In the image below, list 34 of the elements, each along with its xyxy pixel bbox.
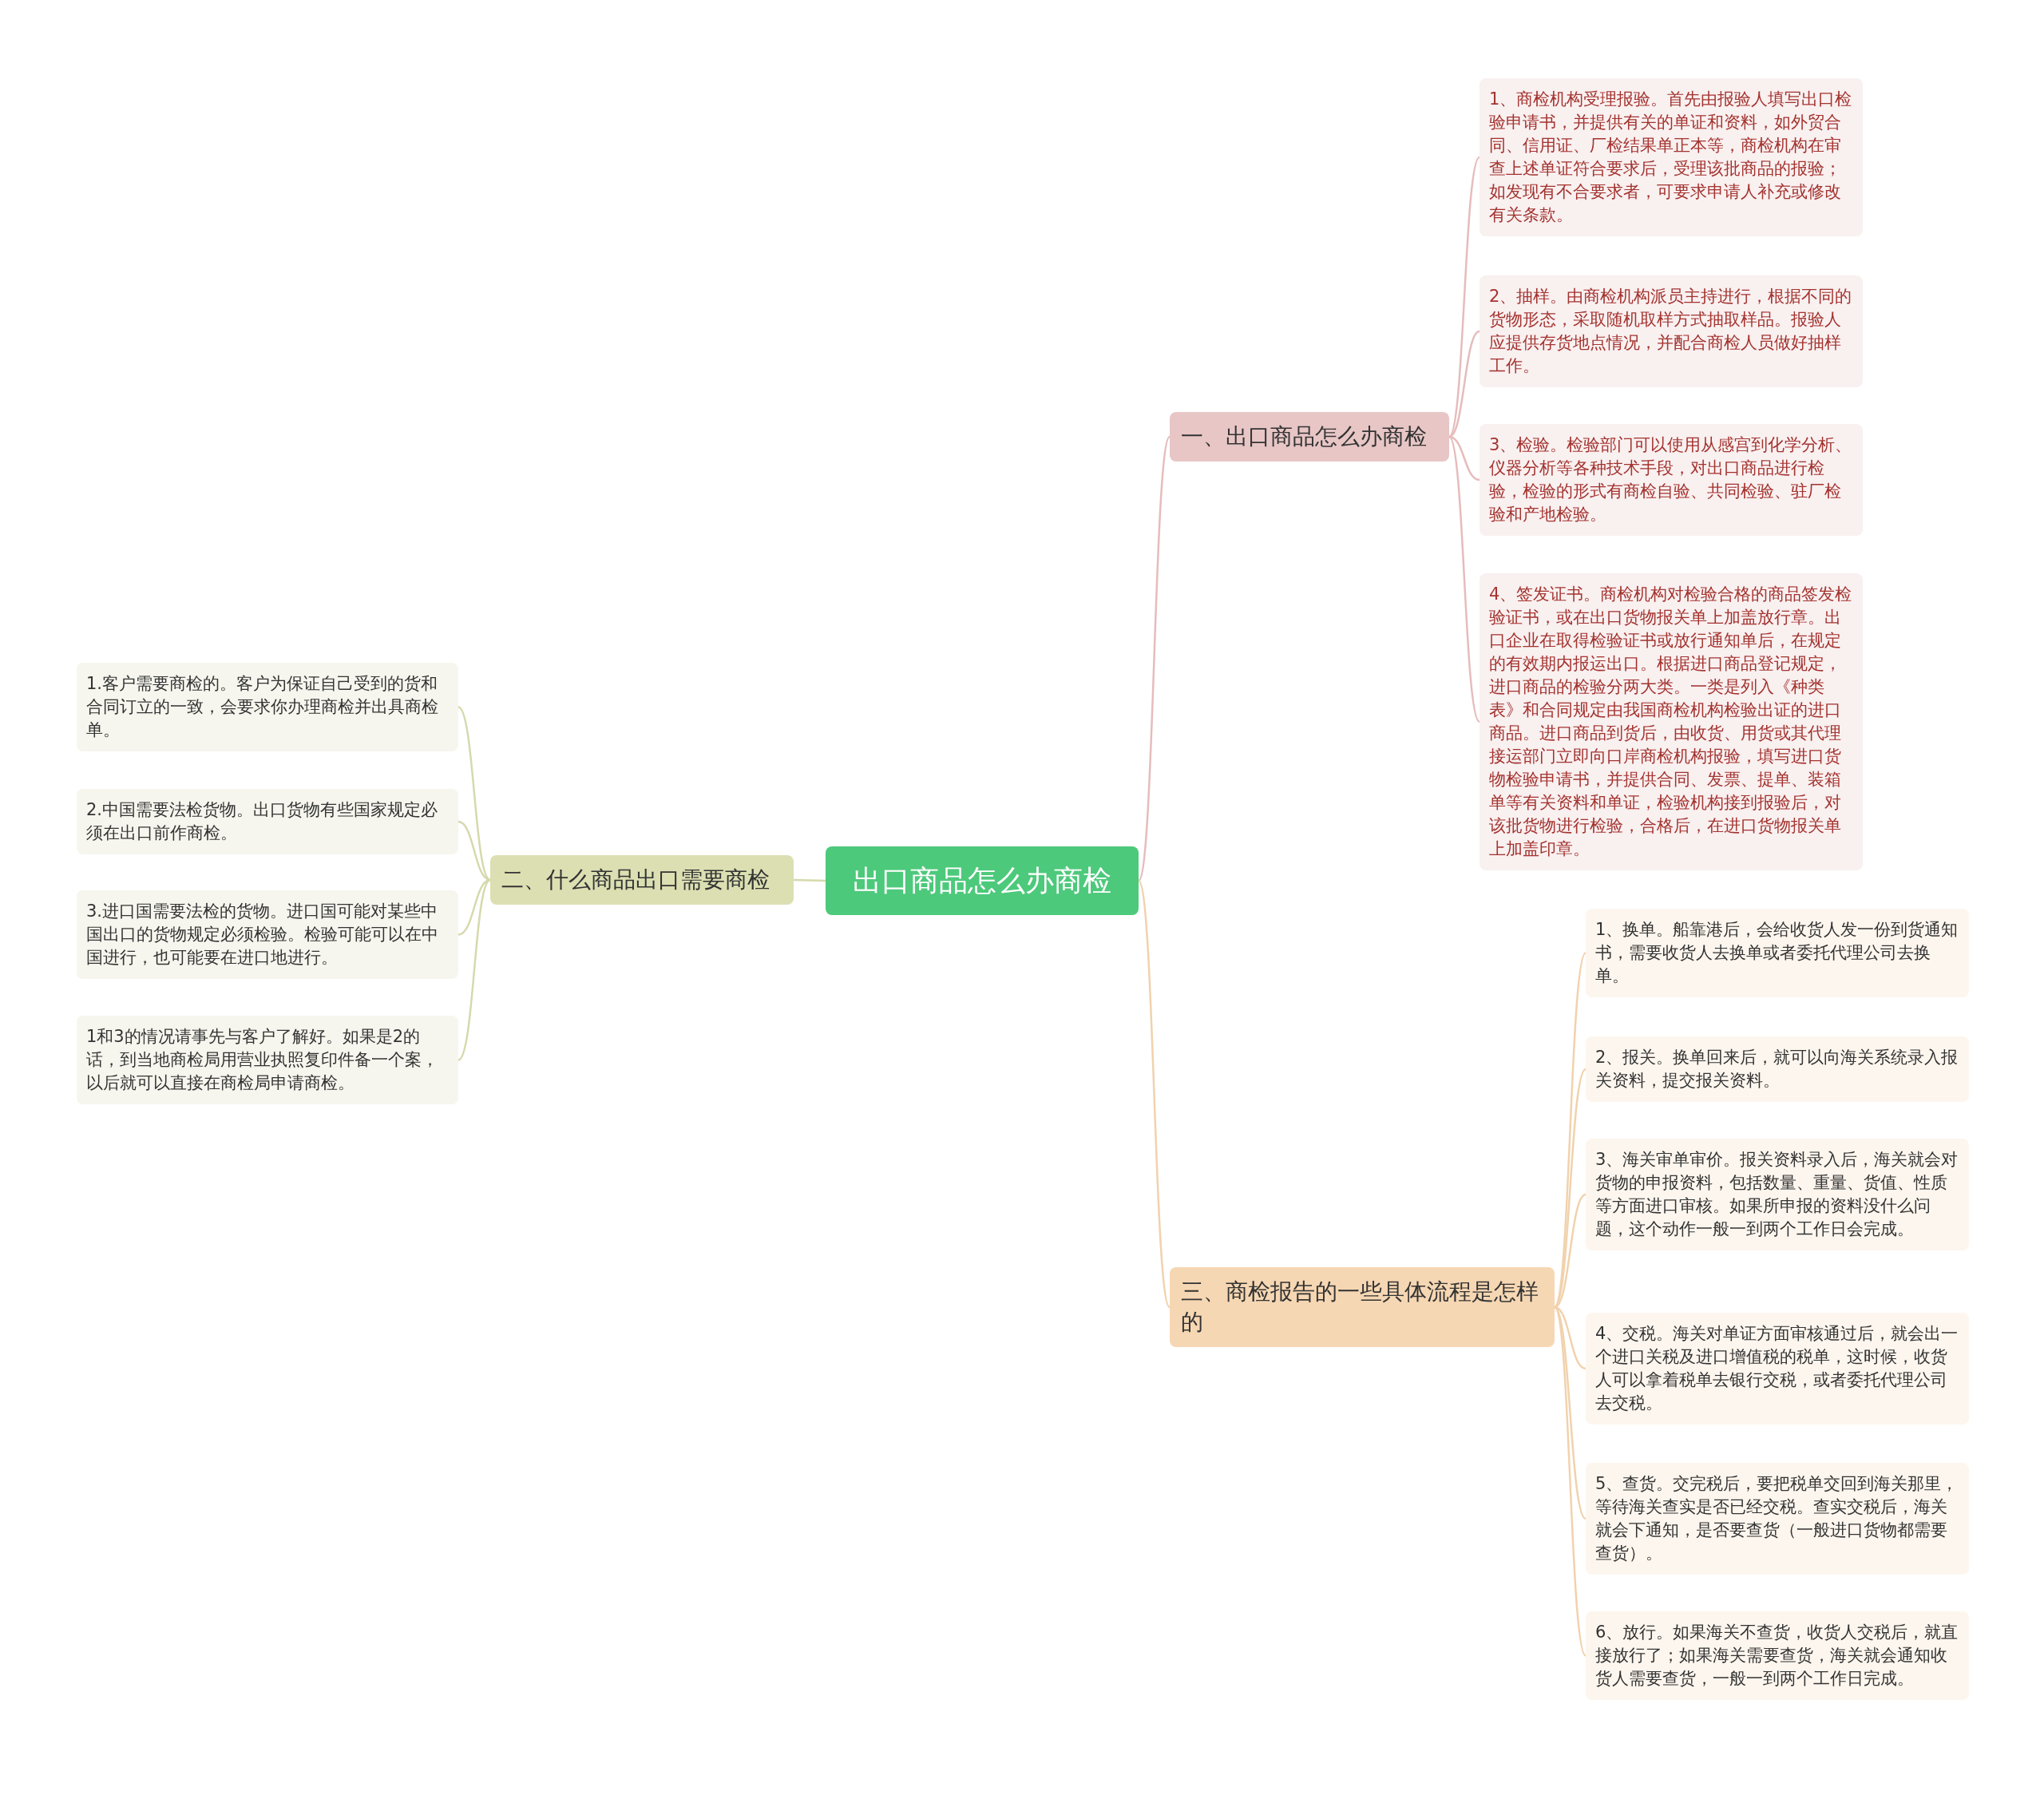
branch-topic: 三、商检报告的一些具体流程是怎样的 — [1170, 1267, 1555, 1347]
subtopic-card: 3、检验。检验部门可以使用从感宫到化学分析、仪器分析等各种技术手段，对出口商品进行检验，检验的形式有商检自验、共同检验、驻厂检验和产地检验。 — [1480, 424, 1863, 536]
subtopic-card: 1、商检机构受理报验。首先由报验人填写出口检验申请书，并提供有关的单证和资料，如外贸合同、信用证、厂检结果单正本等，商检机构在审查上述单证符合要求后，受理该批商品的报验；如发现有不合要求者，可要求申请人补充或修改有关条款。 — [1480, 78, 1863, 236]
subtopic-card: 3、海关审单审价。报关资料录入后，海关就会对货物的申报资料，包括数量、重量、货值、性质等方面进口审核。如果所申报的资料没什么问题，这个动作一般一到两个工作日会完成。 — [1586, 1139, 1969, 1250]
subtopic-card: 1和3的情况请事先与客户了解好。如果是2的话，到当地商检局用营业执照复印件备一个案，以后就可以直接在商检局申请商检。 — [77, 1016, 458, 1104]
connector-line — [458, 879, 491, 1061]
subtopic-card: 3.进口国需要法检的货物。进口国可能对某些中国出口的货物规定必须检验。检验可能可以在中国进行，也可能要在进口地进行。 — [77, 890, 458, 979]
connector-line — [1554, 1306, 1586, 1520]
branch-topic: 二、什么商品出口需要商检 — [490, 855, 794, 905]
branch-topic: 一、出口商品怎么办商检 — [1170, 412, 1449, 462]
connector-line — [794, 878, 826, 882]
subtopic-card: 4、交税。海关对单证方面审核通过后，就会出一个进口关税及进口增值税的税单，这时候，收货人可以拿着税单去银行交税，或者委托代理公司去交税。 — [1586, 1313, 1969, 1425]
connector-line — [458, 878, 491, 936]
subtopic-card: 2、抽样。由商检机构派员主持进行，根据不同的货物形态，采取随机取样方式抽取样品。报验人应提供存货地点情况，并配合商检人员做好抽样工作。 — [1480, 275, 1863, 387]
subtopic-card: 2、报关。换单回来后，就可以向海关系统录入报关资料，提交报关资料。 — [1586, 1036, 1969, 1102]
connector-line — [1137, 880, 1171, 1308]
connector-line — [458, 820, 491, 882]
connector-line — [1448, 435, 1480, 481]
connector-line — [1554, 1193, 1586, 1309]
subtopic-card: 2.中国需要法检货物。出口货物有些国家规定必须在出口前作商检。 — [77, 789, 458, 854]
connector-line — [1137, 436, 1171, 882]
subtopic-card: 6、放行。如果海关不查货，收货人交税后，就直接放行了；如果海关需要查货，海关就会通知收货人需要查货，一般一到两个工作日完成。 — [1586, 1611, 1969, 1700]
connector-line — [1554, 1306, 1586, 1370]
central-topic: 出口商品怎么办商检 — [826, 846, 1139, 915]
subtopic-card: 5、查货。交完税后，要把税单交回到海关那里，等待海关查实是否已经交税。查实交税后，海关就会下通知，是否要查货（一般进口货物都需要查货）。 — [1586, 1463, 1969, 1575]
connector-line — [1553, 1306, 1587, 1657]
subtopic-card: 1、换单。船靠港后，会给收货人发一份到货通知书，需要收货人去换单或者委托代理公司去换单。 — [1586, 909, 1969, 997]
subtopic-card: 4、签发证书。商检机构对检验合格的商品签发检验证书，或在出口货物报关单上加盖放行章。出口企业在取得检验证书或放行通知单后，在规定的有效期内报运出口。根据进口商品登记规定，进口商品的检验分两大类。一类是列入《种类表》和合同规定由我国商检机构检验出证的进口商品。进口商品到货后，由收货、用货或其代理接运部门立即向口岸商检机构报验，填写进口货物检验申请书，并提供合同、发票、提单、装箱单等有关资料和单证，检验机构接到报验后，对该批货物进行检验，合格后，在进口货物报关单上加盖印章。 — [1480, 573, 1863, 870]
subtopic-card: 1.客户需要商检的。客户为保证自己受到的货和合同订立的一致，会要求你办理商检并出具商检单。 — [77, 663, 458, 751]
connector-line — [1448, 436, 1481, 723]
connector-line — [1553, 952, 1587, 1308]
connector-line — [1554, 1068, 1586, 1308]
connector-line — [458, 706, 491, 881]
connector-line — [1448, 157, 1481, 438]
